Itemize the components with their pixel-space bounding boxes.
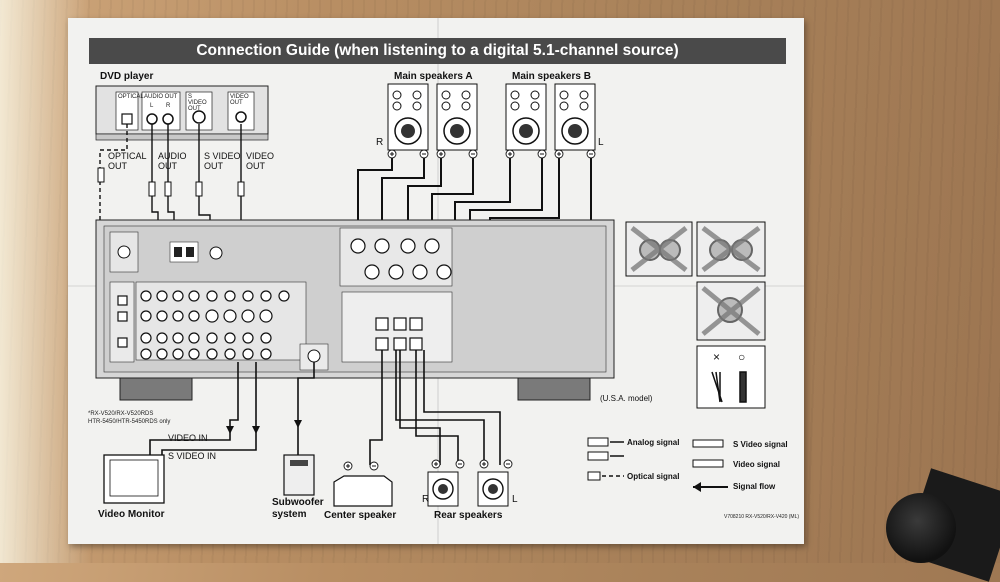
rear-right-speaker-icon — [427, 471, 459, 507]
speaker-b-right-icon — [505, 83, 547, 151]
center-speaker-label: Center speaker — [324, 510, 397, 521]
speaker-a-left-icon — [436, 83, 478, 151]
speaker-a-right-icon — [387, 83, 429, 151]
dvd-video-jack-label: VIDEO OUT — [230, 94, 249, 106]
speaker-b-left-icon — [554, 83, 596, 151]
wire-prep-bad-icon: × — [713, 350, 721, 364]
legend-analog-label: Analog signal — [627, 438, 680, 447]
rear-left-speaker-icon — [477, 471, 509, 507]
s-video-out-label: S VIDEO OUT — [204, 151, 241, 171]
dvd-audio-l-label: L — [150, 103, 154, 109]
rear-speakers — [427, 459, 513, 507]
wire-prep-good-icon: ○ — [738, 350, 746, 364]
output-arrow-icons — [226, 420, 302, 434]
wire-end-icons — [711, 371, 747, 403]
main-speakers-a-label: Main speakers A — [394, 71, 473, 82]
s-video-jack-icon — [192, 110, 206, 124]
main-speaker-left-label: L — [598, 137, 604, 148]
doc-code: V708210 RX-V520/RX-V420 (ML) — [724, 514, 800, 520]
dvd-optical-jack-label: OPTICAL — [118, 94, 144, 100]
model-note: (U.S.A. model) — [600, 394, 653, 403]
main-speaker-right-label: R — [376, 137, 384, 148]
dvd-player-label: DVD player — [100, 71, 154, 82]
optical-jack-icon — [121, 113, 133, 125]
main-speakers — [387, 83, 596, 159]
polarity-signs — [390, 152, 593, 156]
video-jack-icon — [235, 111, 247, 123]
dvd-s-video-jack-label: S VIDEO OUT — [188, 94, 207, 112]
rear-speakers-label: Rear speakers — [434, 510, 503, 521]
dvd-audio-r-label: R — [166, 103, 171, 109]
dvd-audio-out-jack-label: AUDIO OUT — [144, 94, 178, 100]
receiver-jacks — [117, 238, 452, 360]
main-speakers-b-label: Main speakers B — [512, 71, 591, 82]
dvd-plug-icons — [97, 167, 245, 197]
legend-video-label: Video signal — [733, 460, 780, 469]
subwoofer-icon — [283, 454, 315, 496]
center-speaker-icon — [333, 461, 393, 507]
video-monitor-label: Video Monitor — [98, 509, 165, 520]
video-out-label: VIDEO OUT — [246, 151, 275, 171]
chair-wheel — [886, 493, 956, 563]
optical-out-label: OPTICAL OUT — [108, 151, 147, 171]
rear-right-label: R — [422, 494, 430, 505]
legend-signal-flow-label: Signal flow — [733, 482, 776, 491]
output-wires — [149, 350, 501, 465]
polarity-markers — [387, 149, 596, 159]
legend-optical-label: Optical signal — [627, 472, 680, 481]
wire-prep-panels — [625, 221, 766, 409]
dvd-player — [95, 85, 269, 141]
footnote: *RX-V520/RX-V520RDS HTR-5450/HTR-5450RDS… — [88, 411, 171, 425]
connection-diagram — [95, 83, 766, 507]
audio-l-jack-icon — [146, 113, 158, 125]
rear-left-label: L — [512, 494, 518, 505]
audio-out-label: AUDIO OUT — [158, 151, 187, 171]
legend-s-video-label: S Video signal — [733, 440, 788, 449]
s-video-in-label: S VIDEO IN — [168, 451, 217, 461]
subwoofer-label: Subwoofer system — [272, 497, 324, 520]
page-title: Connection Guide (when listening to a di… — [89, 38, 786, 64]
video-in-label: VIDEO IN — [168, 433, 208, 443]
video-monitor-icon — [103, 454, 165, 504]
not-allowed-x-icons — [630, 226, 761, 336]
legend-icons — [587, 437, 728, 492]
audio-r-jack-icon — [162, 113, 174, 125]
